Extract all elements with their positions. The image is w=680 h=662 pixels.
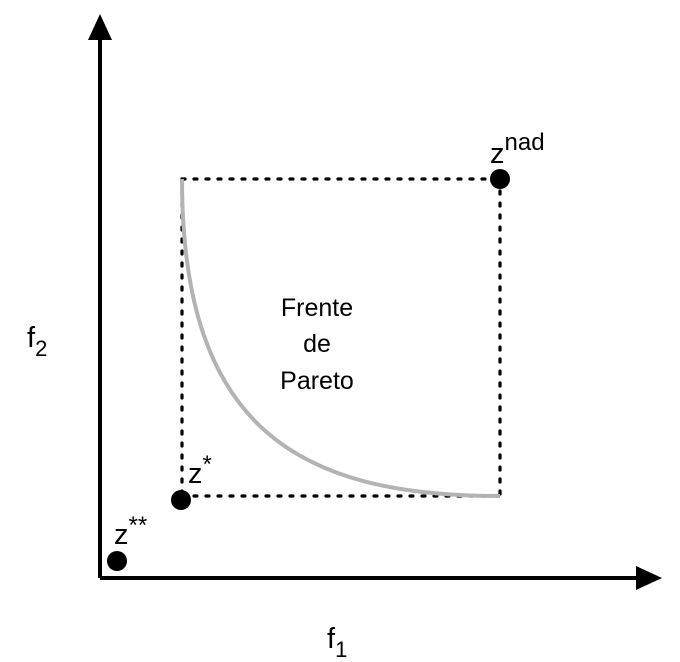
pareto-front-curve [180,178,501,498]
y-axis-label: f2 [27,322,47,361]
utopian-point [107,551,127,571]
y-axis-arrowhead [88,14,112,40]
ideal-point [171,490,191,510]
utopian-point-label: z** [114,512,147,551]
pareto-front-label: Frente de Pareto [280,294,354,395]
x-axis-arrowhead [636,566,662,590]
axes [88,14,662,590]
pareto-front-label-line-3: Pareto [280,367,354,395]
pareto-front-label-line-1: Frente [281,294,353,322]
ideal-point-label: z* [188,451,212,490]
x-axis-label: f1 [327,623,347,662]
bounding-box [180,177,502,498]
nadir-point-label: znad [490,129,545,170]
pareto-front-label-line-2: de [303,330,331,358]
nadir-point [490,169,510,189]
